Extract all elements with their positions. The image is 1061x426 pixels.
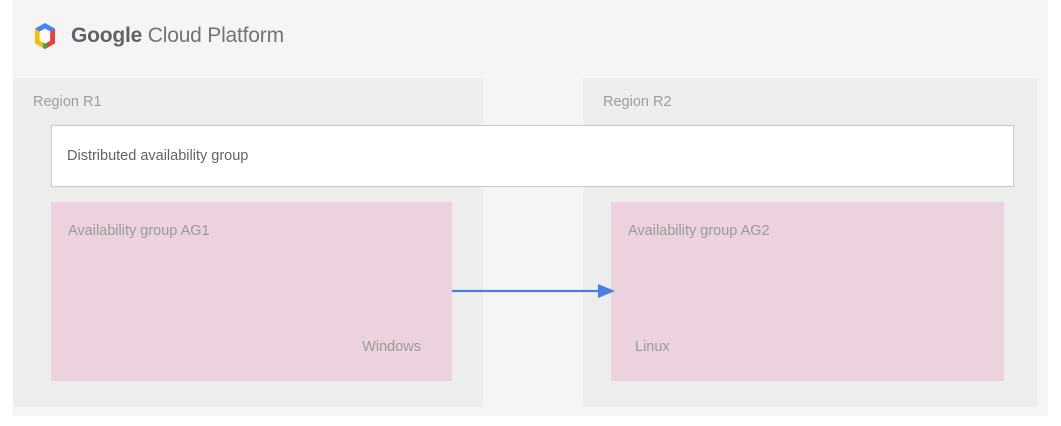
availability-group-title-ag2: Availability group AG2 [628,223,770,239]
availability-group-box-ag1: Availability group AG1 Windows [51,202,452,381]
os-label-windows: Windows [362,339,421,355]
availability-group-title-ag1: Availability group AG1 [68,223,210,239]
distributed-availability-group-box: Distributed availability group [51,125,1014,187]
region-label-r1: Region R1 [33,94,102,110]
google-cloud-platform-logo-icon [30,21,60,51]
brand-google: Google [71,24,143,47]
brand-cloud-platform: Cloud Platform [147,24,284,47]
region-label-r2: Region R2 [603,94,672,110]
brand-wordmark: Google Cloud Platform [71,24,284,48]
distributed-availability-group-label: Distributed availability group [67,148,249,164]
os-label-linux: Linux [635,339,670,355]
availability-group-box-ag2: Availability group AG2 Linux [611,202,1004,381]
header: Google Cloud Platform [13,0,1048,72]
